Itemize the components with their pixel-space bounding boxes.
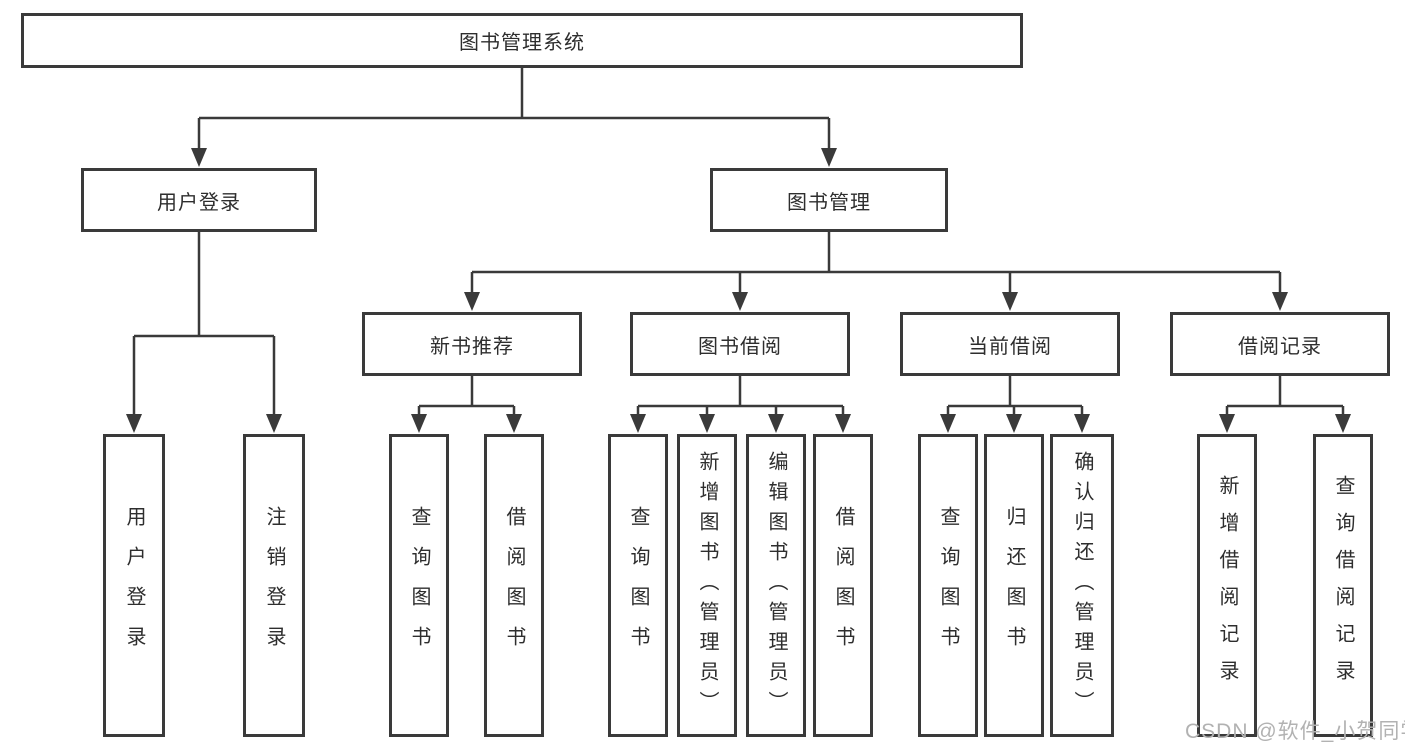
leaf-borrow-edit-books-admin-label: 编辑图书（管理员） xyxy=(765,450,787,721)
node-user-login: 用户登录 xyxy=(81,168,317,232)
leaf-current-confirm-return-admin-label: 确认归还（管理员） xyxy=(1071,450,1093,721)
leaf-current-return-books: 归还图书 xyxy=(984,434,1044,737)
leaf-records-add-record-label: 新增借阅记录 xyxy=(1216,474,1238,697)
node-current-borrowing: 当前借阅 xyxy=(900,312,1120,376)
leaf-user-login: 用户登录 xyxy=(103,434,165,737)
node-book-management: 图书管理 xyxy=(710,168,948,232)
leaf-borrow-borrow-books-label: 借阅图书 xyxy=(832,505,854,666)
watermark: CSDN @软件_小贺同学 xyxy=(1185,720,1405,743)
node-book-management-label: 图书管理 xyxy=(787,191,871,214)
leaf-user-login-label: 用户登录 xyxy=(123,505,145,666)
leaf-borrow-edit-books-admin: 编辑图书（管理员） xyxy=(746,434,806,737)
node-book-borrowing: 图书借阅 xyxy=(630,312,850,376)
leaf-borrow-query-books: 查询图书 xyxy=(608,434,668,737)
leaf-records-query-record-label: 查询借阅记录 xyxy=(1332,474,1354,697)
node-root-label: 图书管理系统 xyxy=(459,32,585,54)
leaf-records-query-record: 查询借阅记录 xyxy=(1313,434,1373,737)
leaf-borrow-borrow-books: 借阅图书 xyxy=(813,434,873,737)
leaf-current-return-books-label: 归还图书 xyxy=(1003,505,1025,666)
arrowheads xyxy=(126,148,1351,433)
leaf-current-query-books-label: 查询图书 xyxy=(937,505,959,666)
leaf-logout-label: 注销登录 xyxy=(263,505,285,666)
leaf-newrec-borrow-books: 借阅图书 xyxy=(484,434,544,737)
leaf-newrec-query-books-label: 查询图书 xyxy=(408,505,430,666)
node-user-login-label: 用户登录 xyxy=(157,191,241,214)
leaf-logout: 注销登录 xyxy=(243,434,305,737)
leaf-newrec-query-books: 查询图书 xyxy=(389,434,449,737)
leaf-borrow-add-books-admin: 新增图书（管理员） xyxy=(677,434,737,737)
leaf-newrec-borrow-books-label: 借阅图书 xyxy=(503,505,525,666)
node-borrowing-records: 借阅记录 xyxy=(1170,312,1390,376)
node-current-borrowing-label: 当前借阅 xyxy=(968,335,1052,358)
leaf-records-add-record: 新增借阅记录 xyxy=(1197,434,1257,737)
leaf-current-confirm-return-admin: 确认归还（管理员） xyxy=(1050,434,1114,737)
node-new-book-recommendation: 新书推荐 xyxy=(362,312,582,376)
node-root: 图书管理系统 xyxy=(21,13,1023,68)
node-book-borrowing-label: 图书借阅 xyxy=(698,335,782,358)
node-borrowing-records-label: 借阅记录 xyxy=(1238,335,1322,358)
node-new-book-recommendation-label: 新书推荐 xyxy=(430,335,514,358)
leaf-current-query-books: 查询图书 xyxy=(918,434,978,737)
leaf-borrow-query-books-label: 查询图书 xyxy=(627,505,649,666)
leaf-borrow-add-books-admin-label: 新增图书（管理员） xyxy=(696,450,718,721)
